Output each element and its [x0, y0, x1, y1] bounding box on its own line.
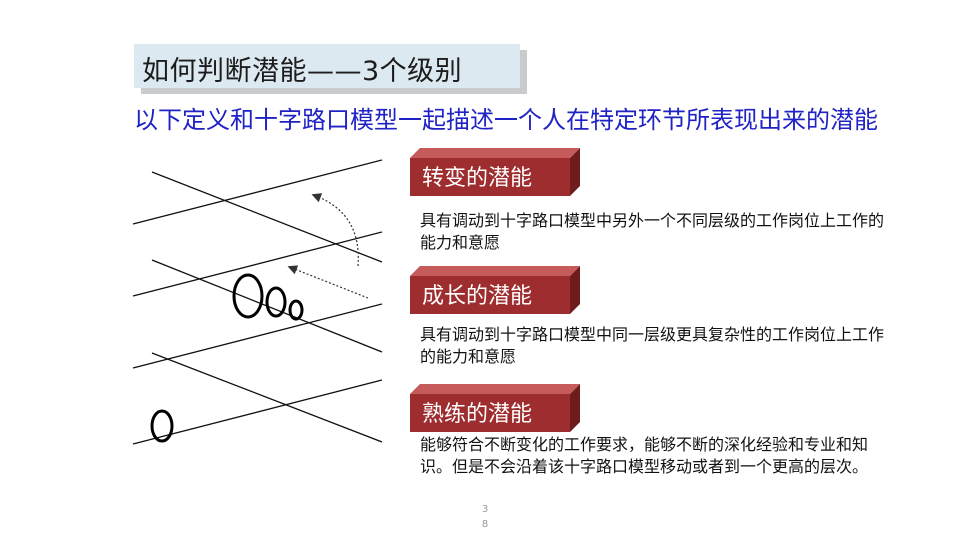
- level-box-mastery: 熟练的潜能: [410, 384, 580, 432]
- curved-arrow-icon: [311, 193, 359, 267]
- straight-arrow-icon: [287, 265, 369, 299]
- person-ellipse-lower: [150, 409, 174, 443]
- person-ellipse-small: [288, 299, 304, 321]
- diagram-line-up-1: [132, 159, 383, 225]
- diagram-line-down-1: [151, 171, 383, 263]
- person-ellipse-large: [232, 273, 264, 319]
- diagram-line-up-3: [132, 303, 383, 369]
- level-description-growth: 具有调动到十字路口模型中同一层级更具复杂性的工作岗位上工作的能力和意愿: [420, 325, 885, 366]
- level-description-transition: 具有调动到十字路口模型中另外一个不同层级的工作岗位上工作的能力和意愿: [420, 211, 885, 252]
- diagram-line-up-4: [132, 379, 383, 445]
- slide-subtitle: 以下定义和十字路口模型一起描述一个人在特定环节所表现出来的潜能: [134, 106, 878, 134]
- person-ellipse-medium: [265, 286, 287, 318]
- level-label-growth: 成长的潜能: [422, 284, 533, 309]
- level-label-transition: 转变的潜能: [422, 166, 533, 191]
- diagram-line-down-3: [151, 352, 383, 443]
- level-description-mastery: 能够符合不断变化的工作要求，能够不断的深化经验和专业和知识。但是不会沿着该十字路…: [420, 435, 869, 476]
- level-box-transition: 转变的潜能: [410, 148, 580, 196]
- slide-title: 如何判断潜能——3个级别: [142, 56, 463, 87]
- page-number: 38: [481, 504, 489, 530]
- level-label-mastery: 熟练的潜能: [422, 402, 533, 427]
- level-box-growth: 成长的潜能: [410, 266, 580, 314]
- diagram-line-up-2: [132, 231, 383, 297]
- slide-title-box: 如何判断潜能——3个级别: [134, 44, 520, 88]
